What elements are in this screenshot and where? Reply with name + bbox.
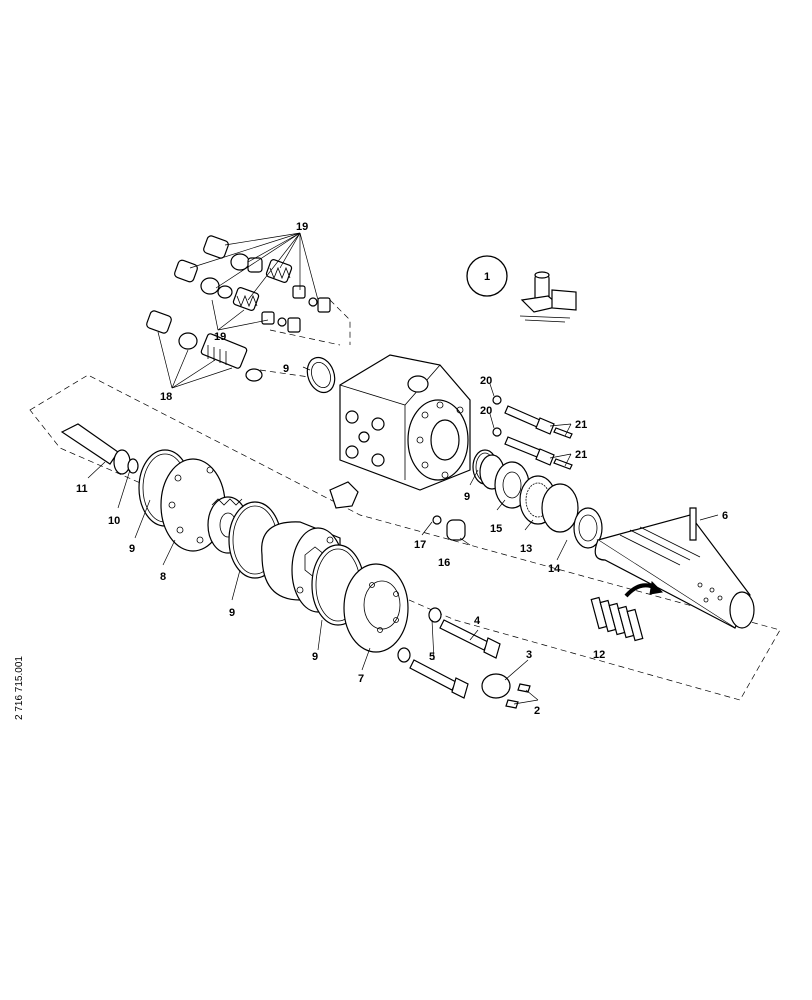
plug-16 <box>446 519 466 541</box>
callout-9-b: 9 <box>229 607 235 619</box>
pin-21b <box>504 436 573 470</box>
callout-12: 12 <box>593 649 605 661</box>
pin-21a <box>504 405 573 439</box>
callout-6: 6 <box>722 510 728 522</box>
callout-11: 11 <box>76 483 88 495</box>
o-ring-9-top <box>306 356 336 394</box>
callout-8: 8 <box>160 571 166 583</box>
valve-housing <box>339 354 471 491</box>
roller-set-12 <box>590 596 644 642</box>
washer-5a <box>428 607 442 623</box>
callout-15: 15 <box>490 523 502 535</box>
callout-7: 7 <box>358 673 364 685</box>
valve-group-19-middle <box>174 259 301 333</box>
input-shaft-11 <box>60 423 131 475</box>
screw-2a <box>517 683 531 693</box>
spool-shaft <box>594 514 755 629</box>
callout-19-lower: 19 <box>214 331 226 343</box>
valve-guide-lines <box>259 299 351 381</box>
leader-19-lower <box>211 299 269 331</box>
valve-group-18 <box>146 310 263 382</box>
callout-9-c: 9 <box>312 651 318 663</box>
callout-9-a: 9 <box>129 543 135 555</box>
callout-4: 4 <box>474 615 481 627</box>
ball-20b <box>492 427 502 437</box>
callout-2: 2 <box>534 705 540 717</box>
washer-10 <box>127 458 139 474</box>
callout-19-upper: 19 <box>296 221 308 233</box>
note-symbol-number: 1 <box>484 271 490 283</box>
ball-17 <box>432 515 442 525</box>
plate-14-a <box>541 483 579 533</box>
assembly-outline <box>29 374 781 701</box>
callout-20-upper: 20 <box>480 375 492 387</box>
callout-14: 14 <box>548 563 561 575</box>
callout-3: 3 <box>526 649 532 661</box>
bolt-4a <box>439 619 501 659</box>
leader-18 <box>157 331 233 389</box>
callout-17: 17 <box>414 539 426 551</box>
callout-21-upper: 21 <box>575 419 587 431</box>
plate-14-b <box>573 507 603 549</box>
ball-20a <box>492 395 502 405</box>
callout-21-lower: 21 <box>575 449 587 461</box>
callout-9-d: 9 <box>464 491 470 503</box>
callout-18: 18 <box>160 391 172 403</box>
callout-16: 16 <box>438 557 450 569</box>
callout-5: 5 <box>429 651 435 663</box>
valve-group-19-upper <box>203 235 331 313</box>
callout-10: 10 <box>108 515 120 527</box>
note-symbol <box>466 255 577 323</box>
pin-6 <box>689 507 697 541</box>
cover-3 <box>481 673 511 699</box>
screw-2b <box>505 699 519 709</box>
callout-13: 13 <box>520 543 532 555</box>
end-cover-7 <box>343 563 409 653</box>
callout-9-top: 9 <box>283 363 289 375</box>
leader-19-upper <box>189 232 319 301</box>
washer-5b <box>397 647 411 663</box>
drawing-reference-number: 2 716 715.001 <box>14 656 25 720</box>
port-plug <box>329 481 359 509</box>
bolt-4b <box>409 659 469 699</box>
callout-20-lower: 20 <box>480 405 492 417</box>
